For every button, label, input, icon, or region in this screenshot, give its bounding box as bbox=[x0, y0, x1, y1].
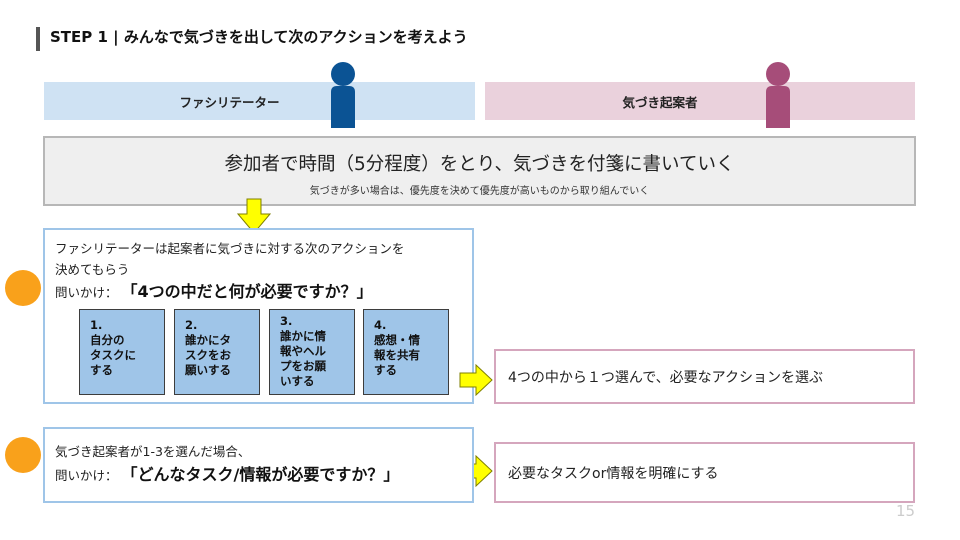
facilitator-person-icon bbox=[331, 62, 355, 128]
step0-main-text: 参加者で時間（5分程度）をとり、気づきを付箋に書いていく bbox=[224, 154, 735, 175]
option-2-num: 2. bbox=[185, 318, 198, 332]
box2-question-row: 問いかけ： 「どんなタスク/情報が必要ですか？」 bbox=[55, 461, 399, 485]
box1-question-row: 問いかけ： 「4つの中だと何が必要ですか？」 bbox=[55, 278, 373, 302]
option-4-num: 4. bbox=[374, 318, 387, 332]
step-marker-dot-2 bbox=[5, 437, 41, 473]
option-3-num: 3. bbox=[280, 314, 293, 328]
step0-sub-text: 気づきが多い場合は、優先度を決めて優先度が高いものから取り組んでいく bbox=[309, 186, 650, 197]
result-1-text: 4つの中から１つ選んで、必要なアクションを選ぶ bbox=[508, 369, 823, 386]
step0-box: 参加者で時間（5分程度）をとり、気づきを付箋に書いていく 気づきが多い場合は、優… bbox=[43, 136, 916, 206]
result-box-2: 必要なタスクor情報を明確にする bbox=[494, 442, 915, 503]
box2-question: 「どんなタスク/情報が必要ですか？」 bbox=[121, 465, 400, 484]
box1-question: 「4つの中だと何が必要ですか？」 bbox=[121, 282, 373, 301]
facilitator-label: ファシリテーター bbox=[179, 94, 280, 110]
box1-line1: ファシリテーターは起案者に気づきに対する次のアクションを bbox=[55, 241, 405, 256]
proposer-question-box: 気づき起案者が1-3を選んだ場合、 問いかけ： 「どんなタスク/情報が必要ですか… bbox=[43, 427, 474, 503]
right-arrow-icon-1 bbox=[459, 364, 493, 396]
option-1: 1. 自分の タスクに する bbox=[79, 309, 165, 395]
page-number: 15 bbox=[896, 502, 916, 520]
result-2-text: 必要なタスクor情報を明確にする bbox=[508, 465, 719, 482]
step-marker-dot-1 bbox=[5, 270, 41, 306]
proposer-person-icon bbox=[766, 62, 790, 128]
proposer-label: 気づき起案者 bbox=[622, 94, 698, 110]
option-2: 2. 誰かにタ スクをお 願いする bbox=[174, 309, 260, 395]
box2-question-prefix: 問いかけ： bbox=[55, 468, 118, 483]
down-arrow-icon bbox=[237, 198, 271, 234]
title-accent-bar bbox=[36, 27, 40, 51]
box2-line1: 気づき起案者が1-3を選んだ場合、 bbox=[55, 444, 251, 459]
option-1-num: 1. bbox=[90, 318, 103, 332]
option-4-text: 感想・情 報を共有 する bbox=[374, 333, 420, 377]
box1-line2: 決めてもらう bbox=[55, 262, 130, 277]
option-4: 4. 感想・情 報を共有 する bbox=[363, 309, 449, 395]
facilitator-band: ファシリテーター bbox=[44, 82, 475, 120]
page-title: STEP 1 | みんなで気づきを出して次のアクションを考えよう bbox=[50, 28, 468, 46]
option-3: 3. 誰かに情 報やヘル プをお願 いする bbox=[269, 309, 355, 395]
box1-question-prefix: 問いかけ： bbox=[55, 285, 118, 300]
result-box-1: 4つの中から１つ選んで、必要なアクションを選ぶ bbox=[494, 349, 915, 404]
option-2-text: 誰かにタ スクをお 願いする bbox=[185, 333, 231, 377]
proposer-band: 気づき起案者 bbox=[485, 82, 915, 120]
option-1-text: 自分の タスクに する bbox=[90, 333, 136, 377]
option-3-text: 誰かに情 報やヘル プをお願 いする bbox=[280, 329, 326, 388]
